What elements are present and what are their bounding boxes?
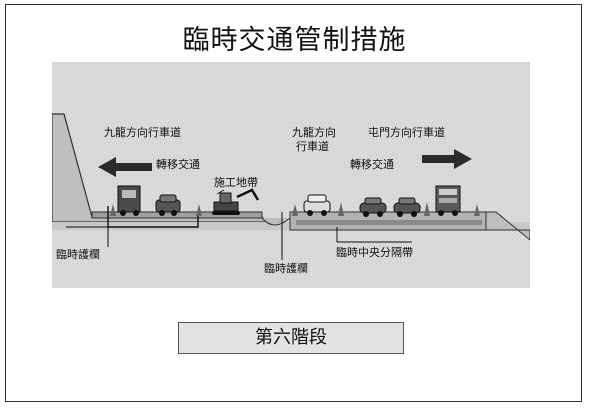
barrier-cone (110, 204, 116, 216)
car-icon (359, 197, 387, 217)
cross-section-drawing (51, 62, 531, 288)
barrier-cone (424, 202, 430, 216)
label-carriageway: 行車道 (296, 140, 329, 153)
label-construction-zone: 施工地帶 (214, 176, 258, 189)
temp-barrier-left-bracket (107, 206, 199, 228)
construction-dip (261, 217, 291, 226)
barrier-cone (292, 204, 298, 216)
label-temp-median: 臨時中央分隔帶 (336, 246, 413, 259)
label-diverted-traffic-left: 轉移交通 (156, 158, 200, 171)
truck-icon (117, 185, 141, 216)
label-diverted-traffic-right: 轉移交通 (350, 158, 394, 171)
stage-label: 第六階段 (178, 322, 404, 354)
scene-background (52, 62, 530, 288)
label-temp-barrier-left: 臨時護欄 (56, 248, 100, 261)
truck-icon (435, 185, 461, 216)
label-kowloon-direction-2: 九龍方向 (292, 126, 336, 139)
excavator-icon (212, 188, 260, 215)
car-icon (155, 194, 181, 216)
label-kowloon-direction: 九龍方向行車道 (104, 126, 181, 139)
barrier-cone (474, 204, 480, 216)
arrow-left-icon (98, 157, 152, 177)
construction-pointer (216, 189, 225, 195)
cross-section-scene: 九龍方向行車道 轉移交通 施工地帶 九龍方向 行車道 屯門方向行車道 轉移交通 … (51, 62, 531, 288)
figure-title: 臨時交通管制措施 (182, 25, 407, 56)
car-icon (393, 197, 421, 217)
right-carriageway-deck (296, 220, 482, 225)
figure-frame (5, 4, 582, 402)
label-temp-barrier-mid: 臨時護欄 (264, 262, 308, 275)
label-tuen-mun-direction: 屯門方向行車道 (368, 126, 445, 139)
car-icon (303, 194, 331, 216)
barrier-cone (196, 204, 202, 216)
barrier-cone (338, 202, 344, 216)
arrow-right-icon (422, 149, 472, 169)
